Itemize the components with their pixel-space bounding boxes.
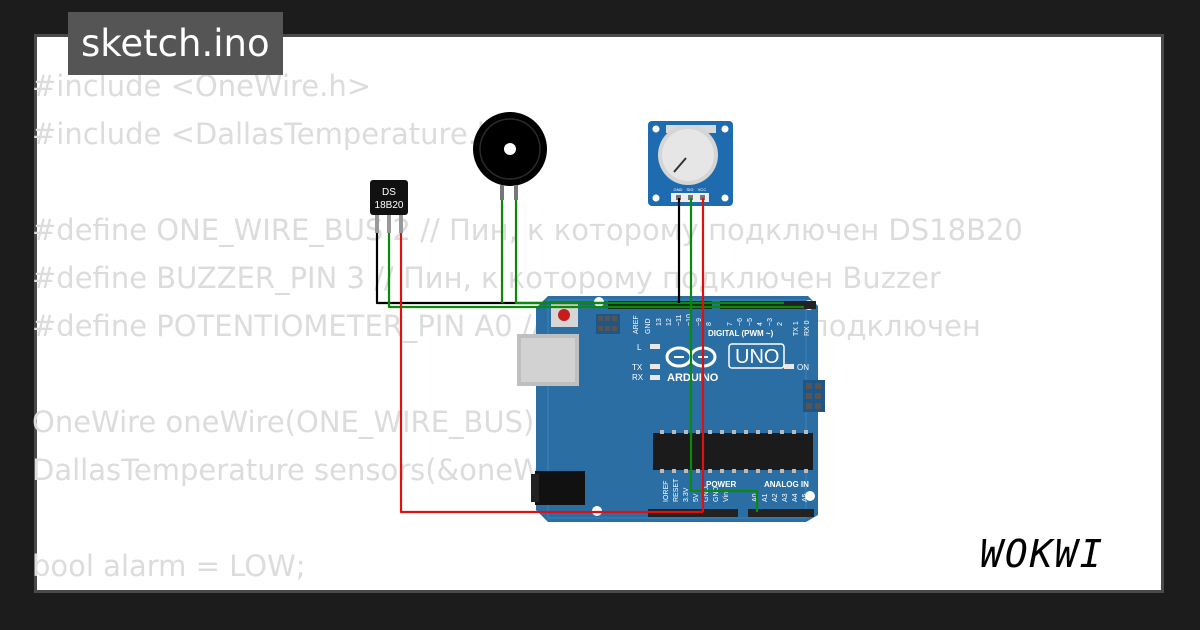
pin-label: 5V — [693, 493, 700, 502]
pot-pin-label: SIG — [687, 187, 694, 192]
wokwi-logo: WOKWI — [972, 522, 1152, 582]
led-tx — [650, 364, 660, 369]
pin-label: A1 — [762, 493, 769, 502]
pin-label: A5 — [802, 493, 809, 502]
pin-label: GND — [713, 486, 720, 502]
file-title: sketch.ino — [68, 12, 283, 75]
analog-pin-labels: A0 A1 A2 A3 A4 A5 — [752, 493, 809, 502]
pin-label: A3 — [782, 493, 789, 502]
pin-label: ~6 — [737, 318, 744, 326]
pin-label: A4 — [792, 493, 799, 502]
arduino-uno-board[interactable]: AREF GND 13 12 ~11 ~10 ~9 8 7 ~6 ~5 4 ~3… — [517, 296, 825, 522]
wire-pot-sig — [689, 198, 759, 512]
pot-pin-label: VCC — [698, 187, 707, 192]
pin-label: 8 — [706, 322, 713, 326]
wire-sensor-gnd — [375, 233, 697, 305]
pin-label: 4 — [757, 322, 764, 326]
code-line: OneWire oneWire(ONE_WIRE_BUS); — [32, 405, 545, 439]
sensor-label-line1: DS — [382, 187, 396, 198]
wire-sensor-data — [387, 233, 804, 309]
pin-label: AREF — [633, 315, 640, 334]
led-rx — [650, 375, 660, 380]
arduino-brand: ARDUINO — [667, 372, 719, 384]
code-line: #include <DallasTemperature.h> — [32, 117, 520, 151]
pin-label: 3.3V — [683, 487, 690, 502]
digital-label: DIGITAL (PWM ~) — [708, 329, 774, 338]
pin-label: RESET — [673, 478, 680, 502]
atmega-chip — [653, 433, 813, 470]
potentiometer-module[interactable]: GND SIG VCC — [648, 121, 733, 206]
digital-header — [720, 301, 816, 309]
pin-label: TX 1 — [793, 321, 800, 336]
wokwi-logo-text: WOKWI — [980, 532, 1104, 576]
sensor-label-line2: 18B20 — [375, 200, 404, 211]
code-line: #define ONE_WIRE_BUS 2 // Пин, к котором… — [32, 213, 1023, 247]
led-tx-label: TX — [632, 363, 643, 372]
pin-label: IOREF — [663, 481, 670, 502]
pot-pin-label: GND — [674, 187, 683, 192]
analog-label: ANALOG IN — [764, 480, 809, 489]
pin-label: ~3 — [767, 318, 774, 326]
pin-label: A0 — [752, 493, 759, 502]
wires — [375, 198, 804, 514]
led-on — [784, 364, 794, 369]
pin-label: ~9 — [696, 318, 703, 326]
analog-header — [748, 509, 814, 517]
pot-knob-pointer — [673, 157, 687, 173]
pin-label: 13 — [656, 318, 663, 326]
led-l-label: L — [637, 343, 642, 352]
ds18b20-sensor[interactable]: DS 18B20 — [370, 180, 408, 233]
pin-label: GND — [645, 318, 652, 334]
buzzer[interactable] — [473, 112, 547, 200]
pin-label: ~10 — [686, 314, 693, 326]
power-label: POWER — [706, 480, 736, 489]
pin-label: 7 — [727, 322, 734, 326]
power-pin-labels: IOREF RESET 3.3V 5V GND GND Vin — [663, 478, 730, 502]
digital-header — [608, 301, 712, 309]
digital-pin-labels: AREF GND 13 12 ~11 ~10 ~9 8 7 ~6 ~5 4 ~3… — [633, 314, 811, 336]
power-jack — [535, 471, 585, 505]
led-rx-label: RX — [632, 373, 644, 382]
led-l — [650, 344, 660, 349]
icsp-header — [803, 380, 825, 412]
pin-label: ~5 — [747, 318, 754, 326]
pin-label: RX 0 — [804, 320, 811, 336]
pin-label: 2 — [777, 322, 784, 326]
wire-buzzer-signal — [514, 200, 784, 305]
pin-label: Vin — [723, 492, 730, 502]
code-line: bool alarm = LOW; — [32, 549, 306, 583]
wokwi-wordmark: WOKWI — [980, 532, 1104, 576]
code-line: #define BUZZER_PIN 3 // Пин, к которому … — [32, 261, 941, 295]
pin-label: ~11 — [676, 315, 683, 326]
wire-sensor-vcc — [399, 233, 703, 514]
led-on-label: ON — [797, 363, 809, 372]
pin-label: 12 — [666, 318, 673, 326]
pin-label: A2 — [772, 493, 779, 502]
arduino-model: UNO — [735, 346, 779, 368]
mount-hole — [805, 491, 815, 501]
pin-label: GND — [703, 486, 710, 502]
